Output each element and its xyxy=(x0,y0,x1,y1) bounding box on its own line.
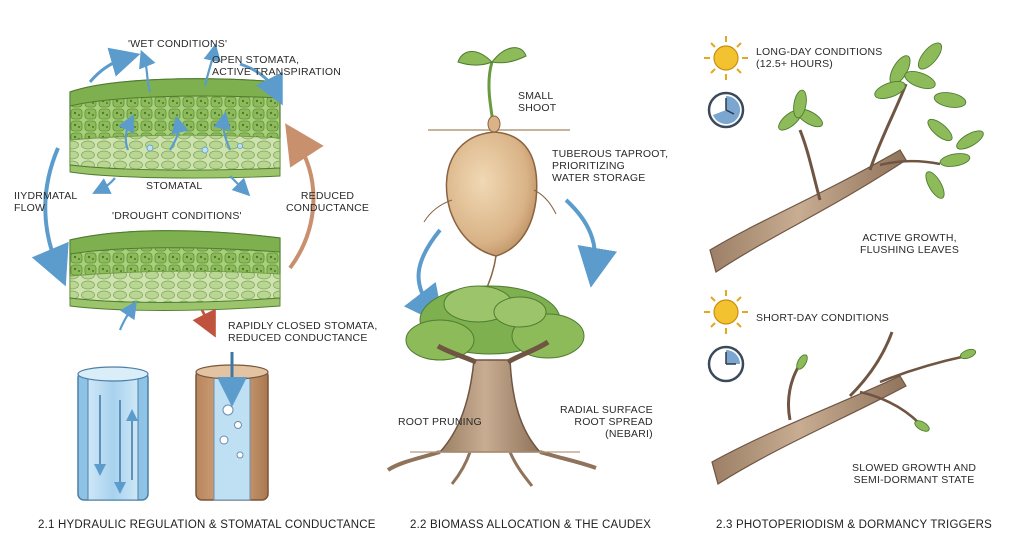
sun-icon xyxy=(704,290,748,334)
reduced-conductance-arrow xyxy=(285,123,324,270)
active-branch xyxy=(709,42,984,273)
panel-biomass-allocation xyxy=(386,47,618,487)
open-stomata-label: OPEN STOMATA, ACTIVE TRANSPIRATION xyxy=(212,54,342,78)
slowed-growth-label: SLOWED GROWTH AND SEMI-DORMANT STATE xyxy=(852,462,977,486)
tuberous-taproot xyxy=(423,115,557,291)
pruning-path-arrow xyxy=(403,228,445,326)
taproot-label: TUBEROUS TAPROOT, PRIORITIZING WATER STO… xyxy=(552,148,669,184)
small-shoot-label: SMALL SHOOT xyxy=(518,90,557,114)
active-growth-label: ACTIVE GROWTH, FLUSHING LEAVES xyxy=(860,232,960,256)
reduced-conductance-label: REDUCED CONDUCTANCE xyxy=(286,190,370,214)
wet-conditions-title: 'WET CONDITIONS' xyxy=(128,38,228,50)
closed-stomata-label: RAPIDLY CLOSED STOMATA, REDUCED CONDUCTA… xyxy=(228,320,378,344)
panel-photoperiodism xyxy=(704,36,984,485)
wet-cycle-arrow-right xyxy=(239,62,283,106)
hydraulic-flow-label: IIYDRMATAL FLOW xyxy=(14,190,78,214)
caption-panel-3: 2.3 PHOTOPERIODISM & DORMANCY TRIGGERS xyxy=(716,519,992,531)
clock-icon xyxy=(707,91,745,129)
root-pruning-label: ROOT PRUNING xyxy=(398,416,482,428)
panel-hydraulic-regulation xyxy=(31,43,324,501)
xylem-open-vessel xyxy=(77,366,149,501)
drought-conditions-title: 'DROUGHT CONDITIONS' xyxy=(112,210,242,222)
drought-leaf-section xyxy=(69,230,281,311)
hydraulic-flow-arrow xyxy=(31,147,69,287)
closed-stomata-arrow xyxy=(192,308,216,338)
stomatal-label: STOMATAL xyxy=(146,180,203,192)
drought-small-arrow xyxy=(118,300,137,331)
sun-icon xyxy=(704,36,748,80)
short-day-label: SHORT-DAY CONDITIONS xyxy=(756,312,889,324)
clock-icon xyxy=(707,345,745,383)
wet-cycle-arrow-left xyxy=(88,47,141,83)
growth-path-arrow xyxy=(564,198,618,288)
xylem-cavitated-vessel xyxy=(195,352,269,501)
bonsai-tree xyxy=(386,285,597,487)
wet-leaf-section xyxy=(69,78,281,179)
radial-spread-label: RADIAL SURFACE ROOT SPREAD (NEBARI) xyxy=(560,404,653,440)
wet-vapor-arrows xyxy=(92,43,251,197)
caption-panel-2: 2.2 BIOMASS ALLOCATION & THE CAUDEX xyxy=(410,519,652,531)
caption-panel-1: 2.1 HYDRAULIC REGULATION & STOMATAL COND… xyxy=(38,519,376,531)
dormant-branch xyxy=(711,331,977,485)
long-day-label: LONG-DAY CONDITIONS (12.5+ HOURS) xyxy=(756,46,883,70)
